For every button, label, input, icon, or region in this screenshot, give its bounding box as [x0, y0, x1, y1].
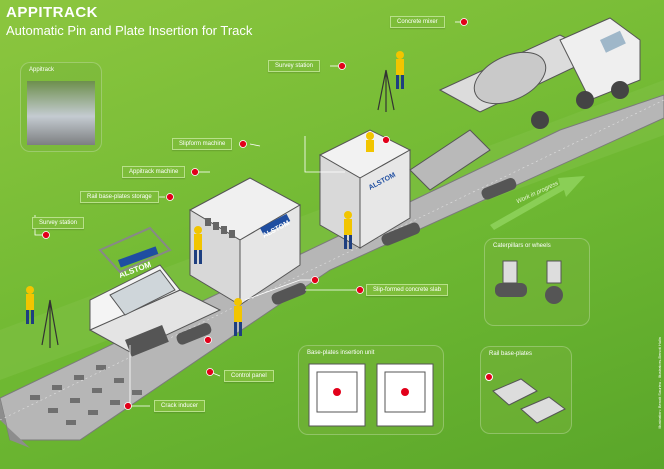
slipform-body: ALSTOM [318, 129, 491, 249]
title-block: APPITRACK Automatic Pin and Plate Insert… [6, 4, 252, 38]
concrete-slab [0, 94, 664, 441]
page-title: APPITRACK [6, 4, 99, 21]
label-slip-formed-slab: Slip-formed concrete slab [366, 284, 449, 296]
label-appitrack-machine: Appitrack machine [122, 166, 186, 178]
survey-tripods [41, 69, 395, 348]
base-plates-row [30, 365, 142, 425]
caterpillars-title: Caterpillars or wheels [493, 243, 551, 249]
appitrack-photo-panel: Appitrack [20, 62, 102, 152]
credit-text: Illustration: Benoit Saurieu - Illustrat… [657, 337, 662, 429]
page-subtitle: Automatic Pin and Plate Insertion for Tr… [6, 23, 253, 38]
label-crack-inducer: Crack inducer [154, 400, 206, 412]
caterpillars-panel: Caterpillars or wheels [484, 238, 590, 326]
label-survey-station-left: Survey station [32, 217, 85, 229]
caterpillar-tracks [176, 178, 517, 345]
appitrack-photo-title: Appitrack [29, 67, 55, 73]
workers [26, 51, 404, 336]
caterpillar-detail [495, 260, 563, 304]
insertion-unit-panel: Base-plates insertion unit [298, 345, 444, 435]
label-control-panel: Control panel [224, 370, 274, 382]
label-concrete-mixer: Concrete mixer [390, 16, 445, 28]
rail-base-plates-panel: Rail base-plates [480, 346, 572, 434]
appitrack-photo [27, 81, 95, 145]
rail-base-plates-title: Rail base-plates [489, 351, 533, 357]
label-slipform-machine: Slipform machine [172, 138, 233, 150]
insertion-unit-detail [308, 363, 434, 427]
label-survey-station-top: Survey station [268, 60, 321, 72]
mixer-truck [438, 17, 641, 129]
rail-base-plates-detail [485, 373, 566, 424]
progress-arrow [490, 176, 585, 230]
appitrack-machine-body: ALSTOM [188, 177, 302, 306]
callout-dots [42, 18, 468, 410]
slab-edge [0, 398, 30, 448]
label-rail-base-plates-storage: Rail base-plates storage [80, 191, 159, 203]
appitrack-unit: ALSTOM [88, 226, 222, 357]
insertion-unit-title: Base-plates insertion unit [307, 350, 375, 356]
